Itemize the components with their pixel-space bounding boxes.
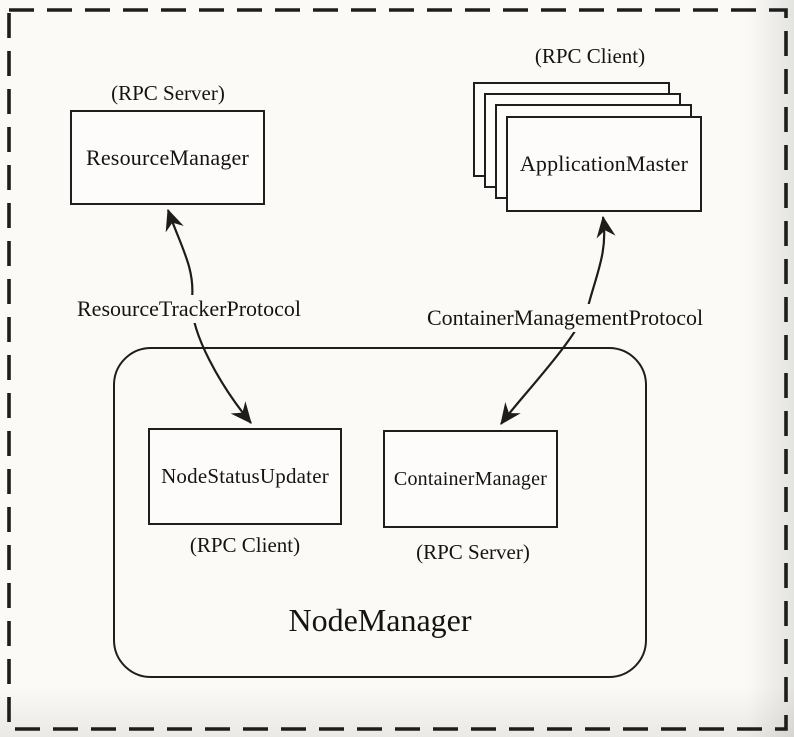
- container-manager-box: ContainerManager: [383, 430, 558, 528]
- application-master-box: ApplicationMaster: [506, 116, 702, 212]
- resource-manager-role-label: (RPC Server): [111, 81, 225, 105]
- node-manager-title: NodeManager: [288, 602, 472, 638]
- application-master-role-label: (RPC Client): [534, 44, 646, 68]
- resource-manager-label: ResourceManager: [85, 144, 250, 170]
- node-status-updater-role-label: (RPC Client): [189, 533, 301, 557]
- node-status-updater-box: NodeStatusUpdater: [148, 428, 342, 525]
- application-master-label: ApplicationMaster: [519, 151, 689, 176]
- resource-manager-box: ResourceManager: [70, 110, 265, 205]
- container-manager-role-label: (RPC Server): [416, 540, 530, 564]
- node-status-updater-label: NodeStatusUpdater: [161, 464, 329, 488]
- container-management-protocol-label: ContainerManagementProtocol: [423, 304, 708, 332]
- resource-tracker-protocol-label: ResourceTrackerProtocol: [73, 295, 306, 323]
- container-manager-label: ContainerManager: [393, 467, 548, 490]
